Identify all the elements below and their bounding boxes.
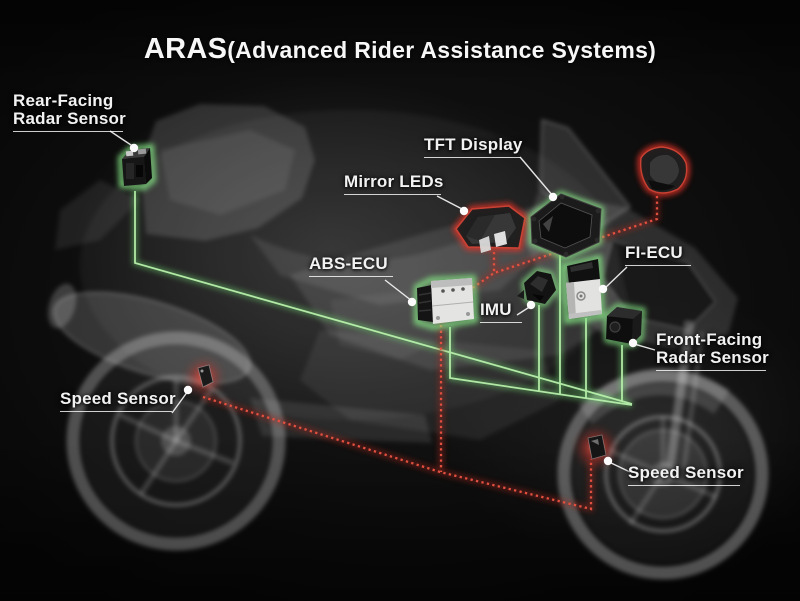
speed-sensor-rear-icon — [190, 363, 218, 391]
label-leader-lines — [109, 130, 656, 473]
label-speed-sensor-rear: Speed Sensor — [60, 389, 176, 413]
imu-icon — [517, 268, 559, 307]
label-abs-ecu: ABS-ECU — [309, 254, 393, 278]
leader-dots — [129, 143, 638, 466]
label-rear-radar-sensor: Rear-Facing Radar Sensor — [13, 91, 126, 133]
rear-radar-sensor-icon — [117, 143, 157, 191]
label-underline — [60, 411, 172, 413]
red-data-link-lines — [202, 196, 660, 513]
front-wheel — [557, 368, 769, 580]
label-underline — [628, 485, 740, 487]
page-title: ARAS(Advanced Rider Assistance Systems) — [0, 33, 800, 66]
label-underline — [424, 157, 521, 159]
green-data-link-lines — [132, 191, 633, 408]
label-underline — [625, 265, 691, 267]
tft-display-icon — [527, 190, 605, 261]
right-mirror-led-icon — [637, 143, 690, 196]
label-fi-ecu: FI-ECU — [625, 243, 691, 267]
mirror-leds-left-mirror-icon — [452, 202, 529, 253]
label-underline — [344, 194, 441, 196]
title-subtitle: (Advanced Rider Assistance Systems) — [227, 37, 657, 63]
label-imu: IMU — [480, 300, 522, 324]
label-underline — [13, 131, 123, 133]
title-brand: ARAS — [143, 33, 228, 65]
label-underline — [656, 370, 766, 372]
abs-ecu-icon — [414, 274, 479, 331]
front-radar-sensor-icon — [603, 303, 646, 348]
label-speed-sensor-front: Speed Sensor — [628, 463, 744, 487]
label-tft-display: TFT Display — [424, 135, 523, 159]
speed-sensor-front-icon — [580, 432, 612, 464]
label-underline — [480, 322, 522, 324]
label-front-radar-sensor: Front-Facing Radar Sensor — [656, 330, 769, 372]
fi-ecu-icon — [560, 254, 606, 325]
label-underline — [309, 276, 393, 278]
label-mirror-leds: Mirror LEDs — [344, 172, 444, 196]
